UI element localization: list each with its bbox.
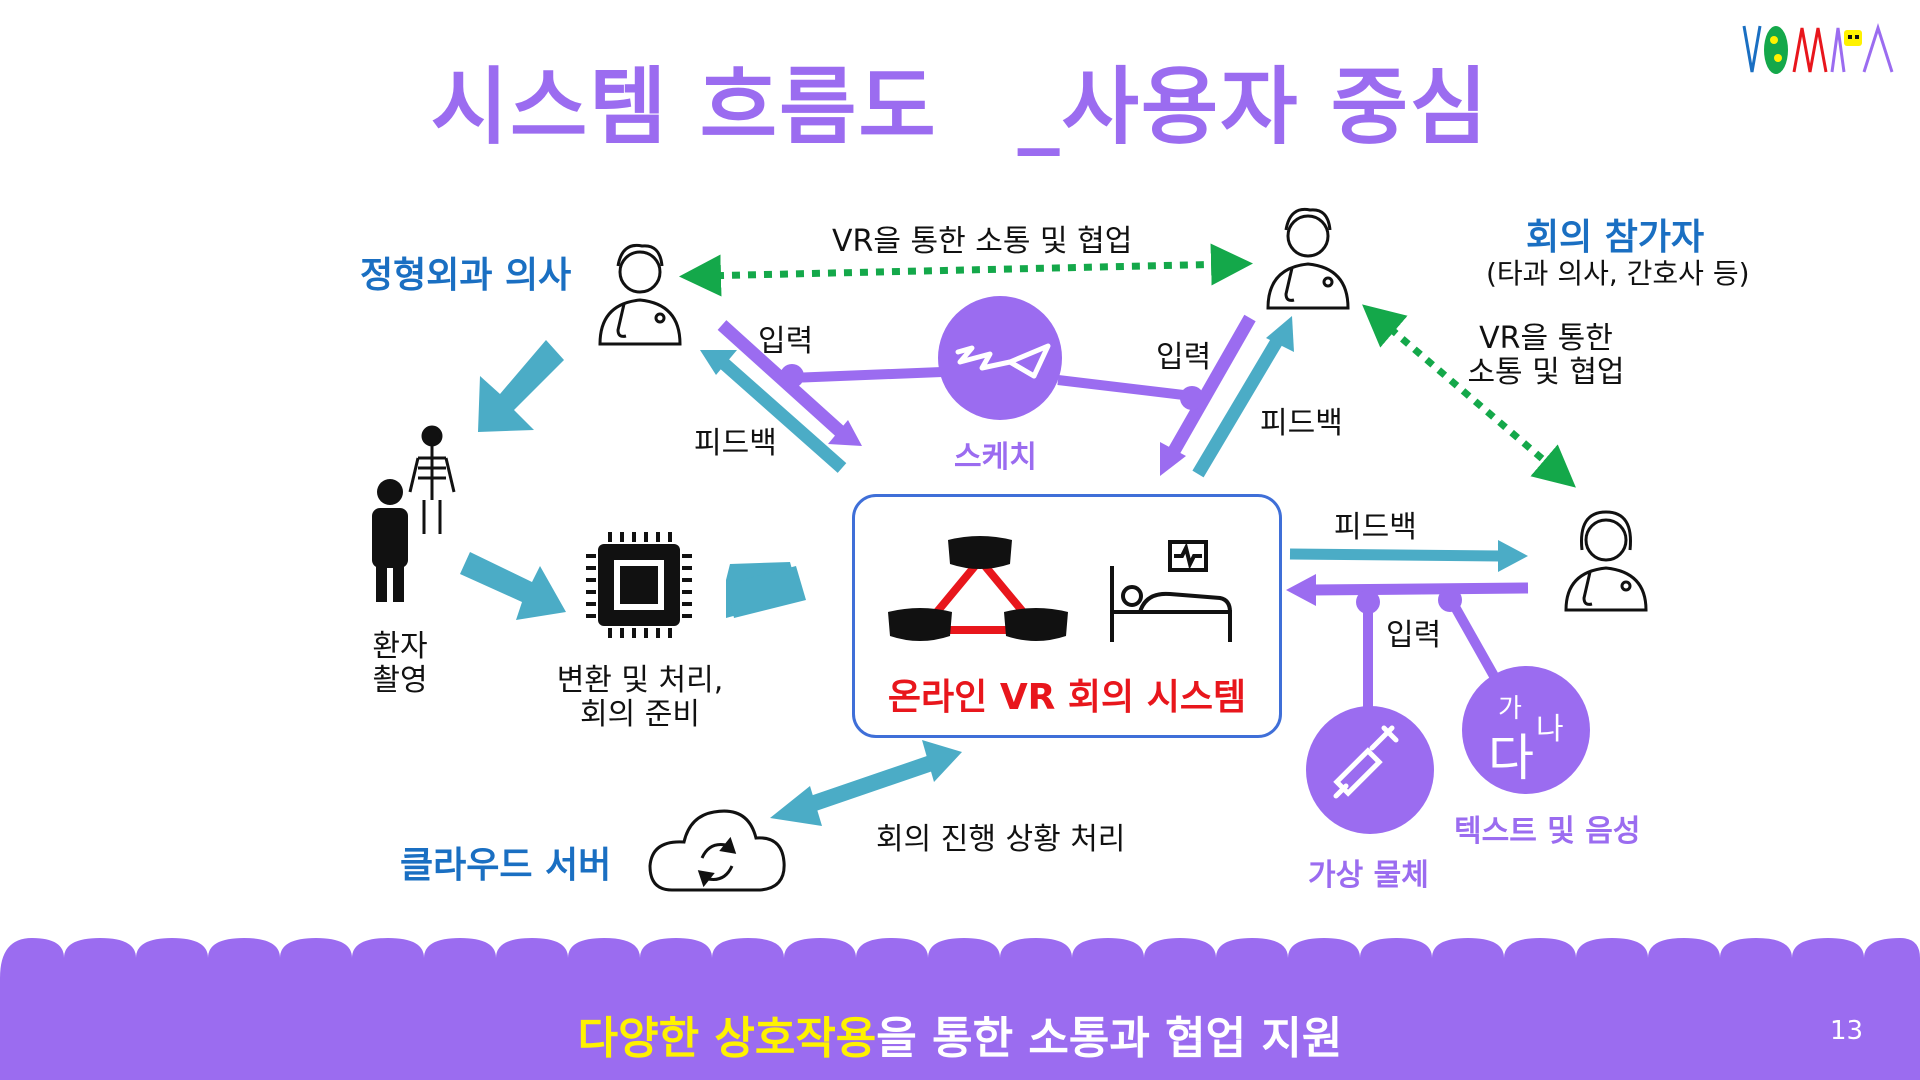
processing-label: 변환 및 처리, 회의 준비 [540, 664, 740, 732]
text-voice-circle [1462, 666, 1590, 794]
footer-rest: 을 통한 소통과 협업 지원 [876, 1013, 1343, 1064]
vr-comm-arrow-top [679, 243, 1253, 297]
brand-logo [1742, 23, 1894, 74]
footer-wave [0, 938, 1920, 1080]
edge-input-left: 입력 [758, 324, 814, 359]
title-sub: _사용자 중심 [1017, 58, 1490, 156]
edge-feedback-left: 피드백 [694, 426, 777, 461]
edge-vr-comm-right: VR을 통한 소통 및 협업 [1456, 322, 1636, 390]
patient-label: 환자 촬영 [360, 630, 440, 698]
vr-system-label: 온라인 VR 회의 시스템 [887, 677, 1247, 718]
nurse-icon [1564, 510, 1648, 612]
participant-input-arrowhead [1160, 442, 1186, 476]
footer-caption: 다양한 상호작용을 통한 소통과 협업 지원 [0, 1002, 1920, 1066]
participant-input-arrow [1164, 314, 1256, 462]
text-icon-ga: 가 [1498, 694, 1522, 724]
text-voice-connector [1445, 595, 1499, 679]
nurse-input-arrowhead [1286, 574, 1316, 606]
participant-feedback-arrow [1192, 332, 1286, 478]
patient-label-line2: 촬영 [372, 663, 428, 698]
edge-input-nurse: 입력 [1386, 618, 1442, 653]
footer-highlight: 다양한 상호작용 [577, 1013, 877, 1064]
edge-vr-comm-right-line1: VR을 통한 [1479, 321, 1613, 356]
edge-vr-comm-top: VR을 통한 소통 및 협업 [832, 224, 1133, 259]
sketch-hand-icon [955, 343, 1051, 379]
nurse-feedback-arrowhead [1498, 540, 1528, 572]
page-number: 13 [1830, 1016, 1864, 1046]
edge-feedback-nurse: 피드백 [1334, 510, 1417, 545]
syringe-icon [1333, 725, 1399, 799]
processing-label-line1: 변환 및 처리, [556, 663, 724, 698]
participant-feedback-arrowhead [1266, 316, 1294, 352]
edge-cloud-process: 회의 진행 상황 처리 [876, 822, 1126, 857]
sketch-connector-right [1057, 375, 1193, 401]
patient-to-processing-arrow [460, 552, 566, 620]
virtual-object-connector-dot [1356, 590, 1380, 614]
cloud-system-arrowhead-start [770, 786, 822, 826]
text-icon-na: 나 [1536, 712, 1564, 747]
surgeon-label: 정형외과 의사 [360, 255, 572, 296]
edge-input-right: 입력 [1156, 340, 1212, 375]
participants-subtitle: (타과 의사, 간호사 등) [1486, 257, 1750, 290]
sketch-connector-left [789, 367, 943, 383]
text-icon-da: 다 [1488, 729, 1534, 787]
title-main: 시스템 흐름도 [430, 58, 938, 156]
virtual-object-label: 가상 물체 [1308, 858, 1429, 893]
sketch-circle [938, 296, 1062, 420]
vr-headsets-icon [888, 536, 1232, 642]
nurse-input-arrow [1311, 582, 1529, 596]
vr-comm-arrow-right [1362, 304, 1576, 488]
participants-title: 회의 참가자 [1526, 217, 1705, 258]
surgeon-feedback-arrowhead [700, 350, 737, 375]
surgeon-to-patient-arrow [478, 340, 564, 432]
surgeon-input-arrowhead [828, 420, 862, 446]
cloud-label: 클라우드 서버 [400, 845, 612, 886]
nurse-feedback-arrow [1289, 548, 1501, 562]
sketch-connector-right-dot [1180, 386, 1204, 410]
skeleton-icon [408, 425, 456, 534]
chip-icon [586, 532, 692, 638]
cloud-icon [648, 809, 786, 892]
cloud-system-arrowhead-end [922, 740, 962, 782]
text-voice-label: 텍스트 및 음성 [1454, 814, 1641, 849]
edge-vr-comm-right-line2: 소통 및 협업 [1467, 355, 1625, 390]
text-voice-connector-dot [1438, 588, 1462, 612]
edge-feedback-right: 피드백 [1260, 406, 1343, 441]
patient-label-line1: 환자 [372, 629, 428, 664]
processing-to-system-arrow-body [726, 566, 806, 618]
patient-icon [372, 479, 408, 602]
surgeon-icon [598, 243, 682, 346]
participant-icon [1266, 207, 1350, 310]
surgeon-feedback-arrow [715, 355, 847, 473]
page-title: 시스템 흐름도 _사용자 중심 [0, 40, 1920, 161]
sketch-label: 스케치 [954, 440, 1037, 475]
cloud-system-arrow [797, 752, 943, 816]
processing-label-line2: 회의 준비 [580, 697, 700, 732]
sketch-connector-left-dot [780, 364, 804, 388]
